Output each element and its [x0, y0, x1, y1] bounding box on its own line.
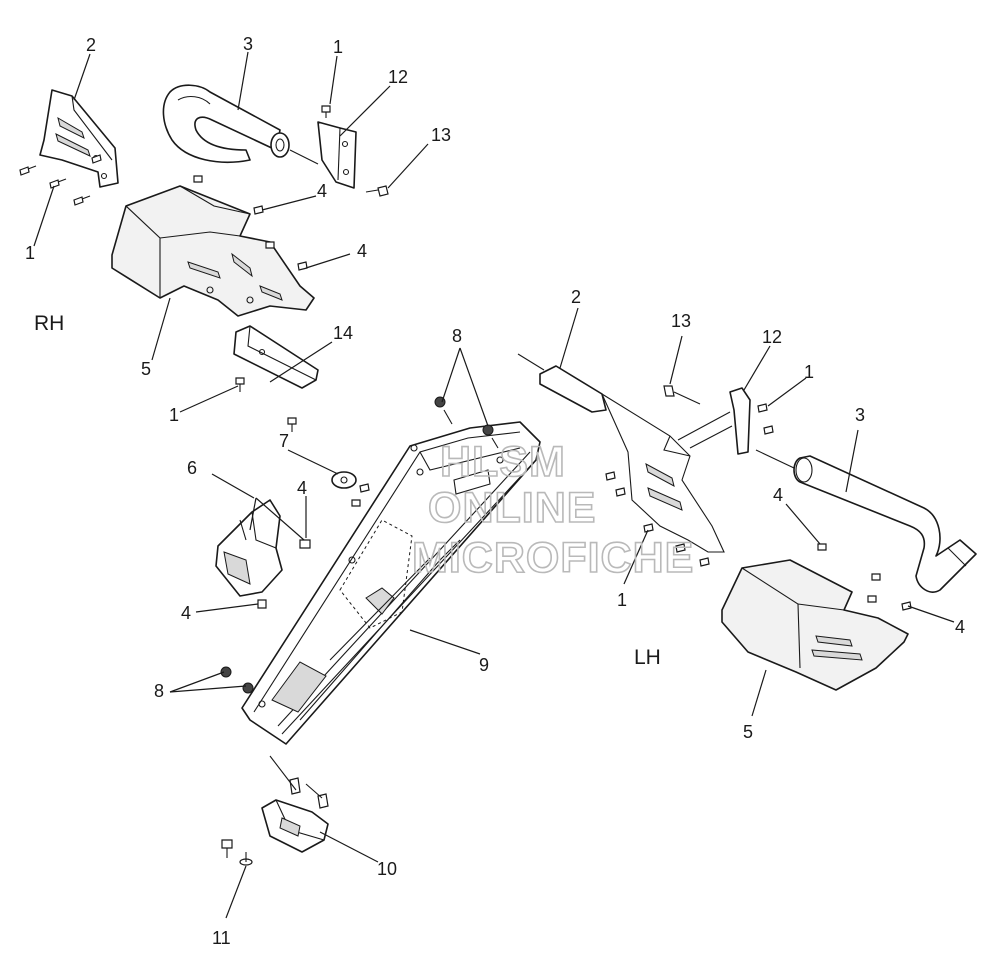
watermark-line-2: ONLINE	[428, 484, 596, 532]
callout-number: 1	[333, 37, 343, 57]
leader-lines	[33, 51, 955, 919]
callout-number: 3	[855, 405, 865, 425]
callout-number: 9	[479, 655, 489, 675]
lh-bracket-part-12	[663, 385, 795, 469]
callout-number: 8	[154, 681, 164, 701]
lh-heel-plate-part-2	[517, 353, 725, 567]
callout-number: 4	[955, 617, 965, 637]
rh-screw-group	[19, 154, 102, 206]
callout-number: 2	[571, 287, 581, 307]
callout-number: 11	[212, 928, 231, 948]
callout-number: 1	[25, 243, 35, 263]
callout-number: 3	[243, 34, 253, 54]
callout-number: 4	[773, 485, 783, 505]
callout-number: 12	[388, 67, 408, 87]
callout-numbers: 2 3 1 12 13 4 1 4 5 14 1 8 7 6 4 4 8 9 1…	[25, 34, 965, 948]
lh-tube-part-3	[793, 455, 977, 593]
callout-number: 14	[333, 323, 353, 343]
lh-label: LH	[634, 646, 661, 669]
rh-guard-part-5	[111, 175, 315, 317]
callout-number: 4	[297, 478, 307, 498]
watermark-line-1: HLSM	[440, 438, 566, 486]
callout-number: 13	[431, 125, 451, 145]
lh-guard-part-5	[721, 543, 912, 691]
watermark: HLSM ONLINE MICROFICHE	[411, 437, 694, 583]
callout-number: 4	[181, 603, 191, 623]
callout-number: 5	[743, 722, 753, 742]
skid-plate-part-10	[261, 755, 329, 853]
callout-number: 1	[169, 405, 179, 425]
callout-number: 12	[762, 327, 782, 347]
callout-number: 8	[452, 326, 462, 346]
frame-rail-part-9	[241, 421, 541, 745]
callout-number: 10	[377, 859, 397, 879]
callout-number: 4	[317, 181, 327, 201]
rh-label: RH	[34, 312, 64, 335]
clip-part-7	[287, 417, 370, 507]
rivets-part-11	[221, 839, 253, 866]
bracket-part-6	[215, 499, 311, 609]
callout-number: 1	[804, 362, 814, 382]
callout-number: 5	[141, 359, 151, 379]
rh-tube-part-3	[162, 84, 319, 165]
callout-number: 2	[86, 35, 96, 55]
callout-number: 1	[617, 590, 627, 610]
heat-shield-part-14	[233, 325, 319, 392]
rh-bracket-part-12	[317, 105, 389, 197]
rh-heel-plate-part-2	[39, 89, 119, 188]
callout-number: 6	[187, 458, 197, 478]
callout-number: 13	[671, 311, 691, 331]
watermark-line-3: MICROFICHE	[412, 534, 694, 582]
callout-number: 7	[279, 431, 289, 451]
callout-number: 4	[357, 241, 367, 261]
